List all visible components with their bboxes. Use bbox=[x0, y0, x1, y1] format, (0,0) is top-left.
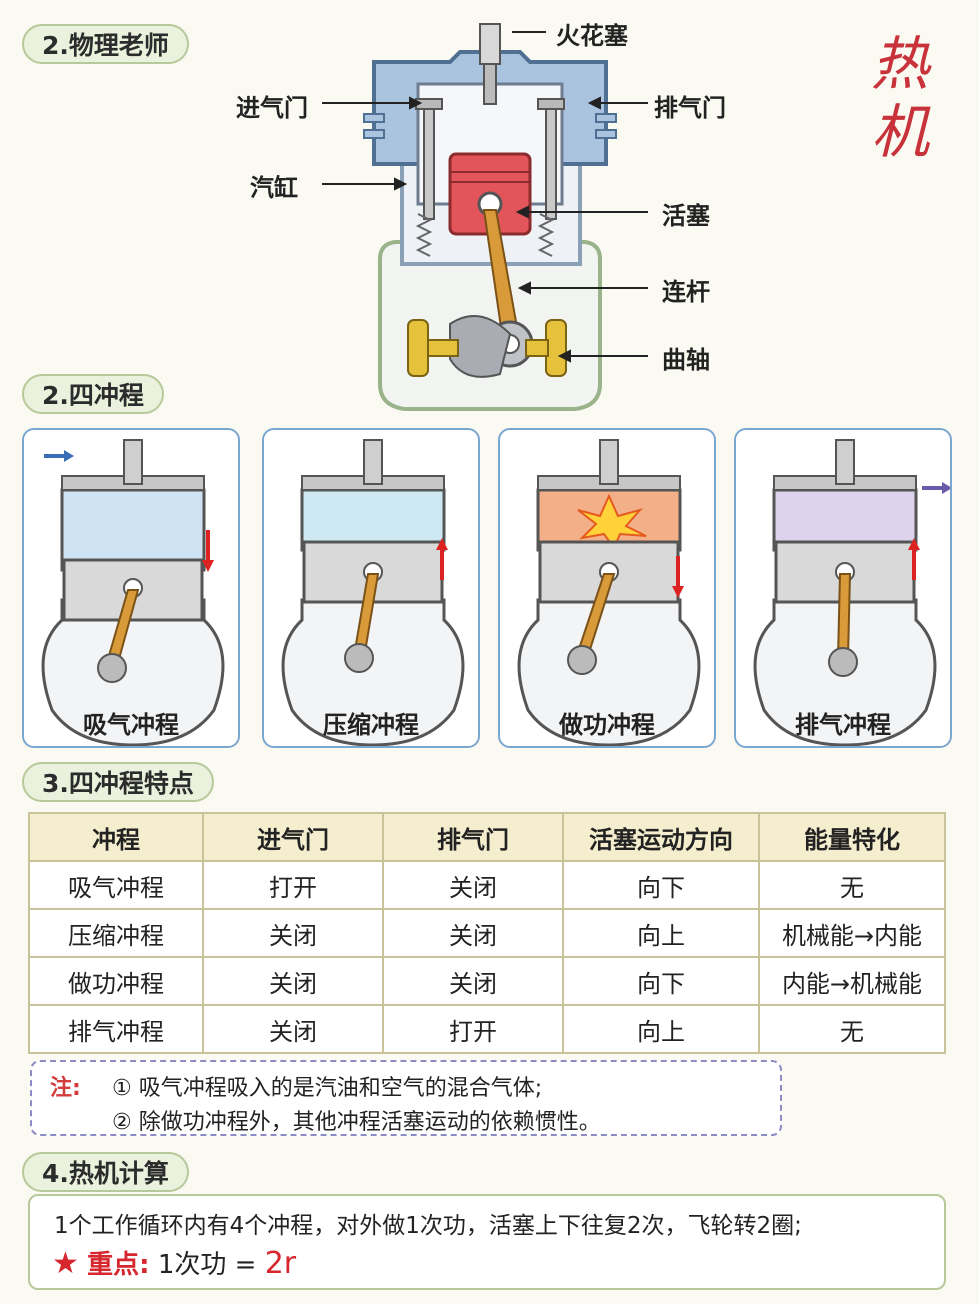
label-exhaust-valve: 排气门 bbox=[654, 94, 726, 122]
key-point-formula: 1次功 = bbox=[157, 1250, 257, 1280]
note-line-2: ② 除做功冲程外，其他冲程活塞运动的依赖惯性。 bbox=[112, 1110, 601, 1135]
table-cell: 向上 bbox=[562, 1004, 760, 1054]
table-row: 压缩冲程 关闭 关闭 向上 机械能→内能 bbox=[28, 908, 946, 958]
table-cell: 关闭 bbox=[382, 860, 564, 910]
table-cell: 关闭 bbox=[202, 1004, 384, 1054]
engine-diagram bbox=[363, 23, 617, 411]
table-cell: 打开 bbox=[202, 860, 384, 910]
table-header-cell: 进气门 bbox=[202, 812, 384, 862]
table-cell: 打开 bbox=[382, 1004, 564, 1054]
page-title-char-1: 热 bbox=[870, 30, 929, 98]
table-row: 排气冲程 关闭 打开 向上 无 bbox=[28, 1004, 946, 1054]
stroke-name-power: 做功冲程 bbox=[559, 711, 655, 739]
stroke-card-intake: 吸气冲程 bbox=[22, 428, 240, 748]
table-cell: 关闭 bbox=[202, 908, 384, 958]
page-title: 热 机 bbox=[865, 30, 935, 166]
table-cell: 做功冲程 bbox=[28, 956, 204, 1006]
stroke-name-compression: 压缩冲程 bbox=[323, 711, 419, 739]
intake-stroke-diagram bbox=[41, 439, 225, 746]
page-title-char-2: 机 bbox=[870, 98, 929, 166]
table-cell: 无 bbox=[758, 1004, 946, 1054]
table-cell: 关闭 bbox=[382, 956, 564, 1006]
power-stroke-diagram bbox=[517, 439, 701, 746]
stroke-name-exhaust: 排气冲程 bbox=[795, 711, 891, 739]
table-header-cell: 冲程 bbox=[28, 812, 204, 862]
table-cell: 排气冲程 bbox=[28, 1004, 204, 1054]
note-line-1: ① 吸气冲程吸入的是汽油和空气的混合气体; bbox=[112, 1076, 543, 1101]
table-cell: 压缩冲程 bbox=[28, 908, 204, 958]
section-badge-four-stroke: 2.四冲程 bbox=[22, 374, 164, 414]
section-badge-characteristics: 3.四冲程特点 bbox=[22, 762, 214, 802]
label-cylinder: 汽缸 bbox=[250, 174, 298, 202]
key-point-line: ★ 重点: 1次功 = 2r bbox=[52, 1244, 296, 1281]
stroke-characteristics-table: 冲程 进气门 排气门 活塞运动方向 能量特化 吸气冲程 打开 关闭 向下 无 压… bbox=[28, 812, 946, 1054]
label-leader-lines bbox=[322, 31, 648, 363]
table-cell: 关闭 bbox=[202, 956, 384, 1006]
calculation-text: 1个工作循环内有4个冲程，对外做1次功，活塞上下往复2次，飞轮转2圈; bbox=[54, 1213, 802, 1239]
exhaust-stroke-diagram bbox=[753, 439, 950, 746]
table-cell: 机械能→内能 bbox=[758, 908, 946, 958]
table-cell: 吸气冲程 bbox=[28, 860, 204, 910]
calculation-box: 1个工作循环内有4个冲程，对外做1次功，活塞上下往复2次，飞轮转2圈; ★ 重点… bbox=[28, 1194, 946, 1290]
label-spark-plug: 火花塞 bbox=[556, 22, 628, 50]
key-point-label: 重点: bbox=[87, 1250, 150, 1280]
star-icon: ★ bbox=[52, 1246, 79, 1281]
section-badge-calculation: 4.热机计算 bbox=[22, 1152, 189, 1192]
label-crankshaft: 曲轴 bbox=[662, 346, 710, 374]
table-cell: 向上 bbox=[562, 908, 760, 958]
table-row: 吸气冲程 打开 关闭 向下 无 bbox=[28, 860, 946, 910]
table-header-cell: 能量特化 bbox=[758, 812, 946, 862]
table-cell: 内能→机械能 bbox=[758, 956, 946, 1006]
table-cell: 向下 bbox=[562, 956, 760, 1006]
table-header-row: 冲程 进气门 排气门 活塞运动方向 能量特化 bbox=[28, 812, 946, 862]
compression-stroke-diagram bbox=[281, 439, 465, 746]
key-point-answer: 2r bbox=[264, 1246, 297, 1281]
table-cell: 关闭 bbox=[382, 908, 564, 958]
label-intake-valve: 进气门 bbox=[236, 94, 308, 122]
label-connecting-rod: 连杆 bbox=[662, 278, 710, 306]
note-box: 注: ① 吸气冲程吸入的是汽油和空气的混合气体; ② 除做功冲程外，其他冲程活塞… bbox=[30, 1060, 782, 1136]
table-cell: 无 bbox=[758, 860, 946, 910]
label-piston: 活塞 bbox=[662, 202, 710, 230]
stroke-card-power: 做功冲程 bbox=[498, 428, 716, 748]
table-row: 做功冲程 关闭 关闭 向下 内能→机械能 bbox=[28, 956, 946, 1006]
stroke-card-compression: 压缩冲程 bbox=[262, 428, 480, 748]
section-badge-physics-teacher: 2.物理老师 bbox=[22, 24, 189, 64]
stroke-card-exhaust: 排气冲程 bbox=[734, 428, 952, 748]
table-header-cell: 排气门 bbox=[382, 812, 564, 862]
table-header-cell: 活塞运动方向 bbox=[562, 812, 760, 862]
table-cell: 向下 bbox=[562, 860, 760, 910]
note-label: 注: bbox=[50, 1076, 81, 1101]
stroke-name-intake: 吸气冲程 bbox=[83, 711, 179, 739]
